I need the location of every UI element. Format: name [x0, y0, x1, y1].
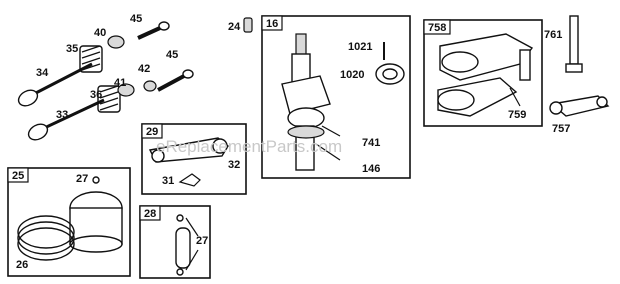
callout-32: 32 [228, 159, 240, 171]
bracket [437, 33, 534, 117]
callout-42: 42 [138, 63, 150, 75]
callout-31: 31 [162, 175, 174, 187]
box-label-29: 29 [146, 126, 158, 138]
callout-41: 41 [114, 77, 126, 89]
callout-35: 35 [66, 43, 78, 55]
rod-bolt [178, 173, 201, 187]
box-label-25: 25 [12, 170, 24, 182]
crankshaft [281, 33, 331, 171]
callout-1021: 1021 [348, 41, 372, 53]
link-757 [549, 95, 610, 117]
callout-27-piston: 27 [76, 173, 88, 185]
pin-761 [565, 15, 583, 73]
spring-retainer-lower [117, 83, 135, 97]
pin-retainers [176, 214, 199, 276]
box-label-28: 28 [144, 208, 156, 220]
callout-27-pin: 27 [196, 235, 208, 247]
valve-assembly [17, 17, 253, 141]
intake-valve [17, 62, 93, 107]
valve-collar [143, 80, 157, 92]
oil-seal [375, 63, 405, 85]
callout-741: 741 [362, 137, 380, 149]
callout-36: 36 [90, 89, 102, 101]
callout-26: 26 [16, 259, 28, 271]
callouts: 45 24 40 35 45 34 42 41 36 33 1021 1020 … [16, 13, 570, 271]
tappet-lower [157, 69, 194, 92]
piston-pin [175, 227, 191, 269]
callout-40: 40 [94, 27, 106, 39]
callout-757: 757 [552, 123, 570, 135]
exhaust-valve [27, 98, 105, 141]
valve-spring-upper [79, 45, 103, 73]
callout-759: 759 [508, 109, 526, 121]
callout-146: 146 [362, 163, 380, 175]
dowel-pin [243, 17, 253, 33]
connecting-rod [148, 137, 229, 163]
tappet-upper [137, 21, 170, 40]
piston [69, 191, 123, 253]
box-label-758: 758 [428, 22, 446, 34]
callout-24: 24 [228, 21, 241, 33]
piston-box: 25 [7, 167, 131, 277]
piston-pin-box: 28 [139, 205, 211, 279]
callout-761: 761 [544, 29, 562, 41]
timing-gear [287, 125, 325, 139]
valve-spring-lower [97, 85, 121, 113]
box-label-16: 16 [266, 18, 278, 30]
callout-45-lower: 45 [166, 49, 178, 61]
callout-34: 34 [36, 67, 49, 79]
piston-rings [17, 215, 75, 261]
callout-33: 33 [56, 109, 68, 121]
crankshaft-box: 16 [261, 15, 411, 179]
piston-pin-lock [92, 176, 100, 184]
bracket-box: 758 [423, 19, 543, 127]
spring-retainer-upper [107, 35, 125, 49]
watermark: eReplacementParts.com [156, 137, 342, 156]
connecting-rod-box: 29 [141, 123, 247, 195]
bushing [519, 49, 531, 81]
callout-1020: 1020 [340, 69, 364, 81]
callout-45-upper: 45 [130, 13, 142, 25]
